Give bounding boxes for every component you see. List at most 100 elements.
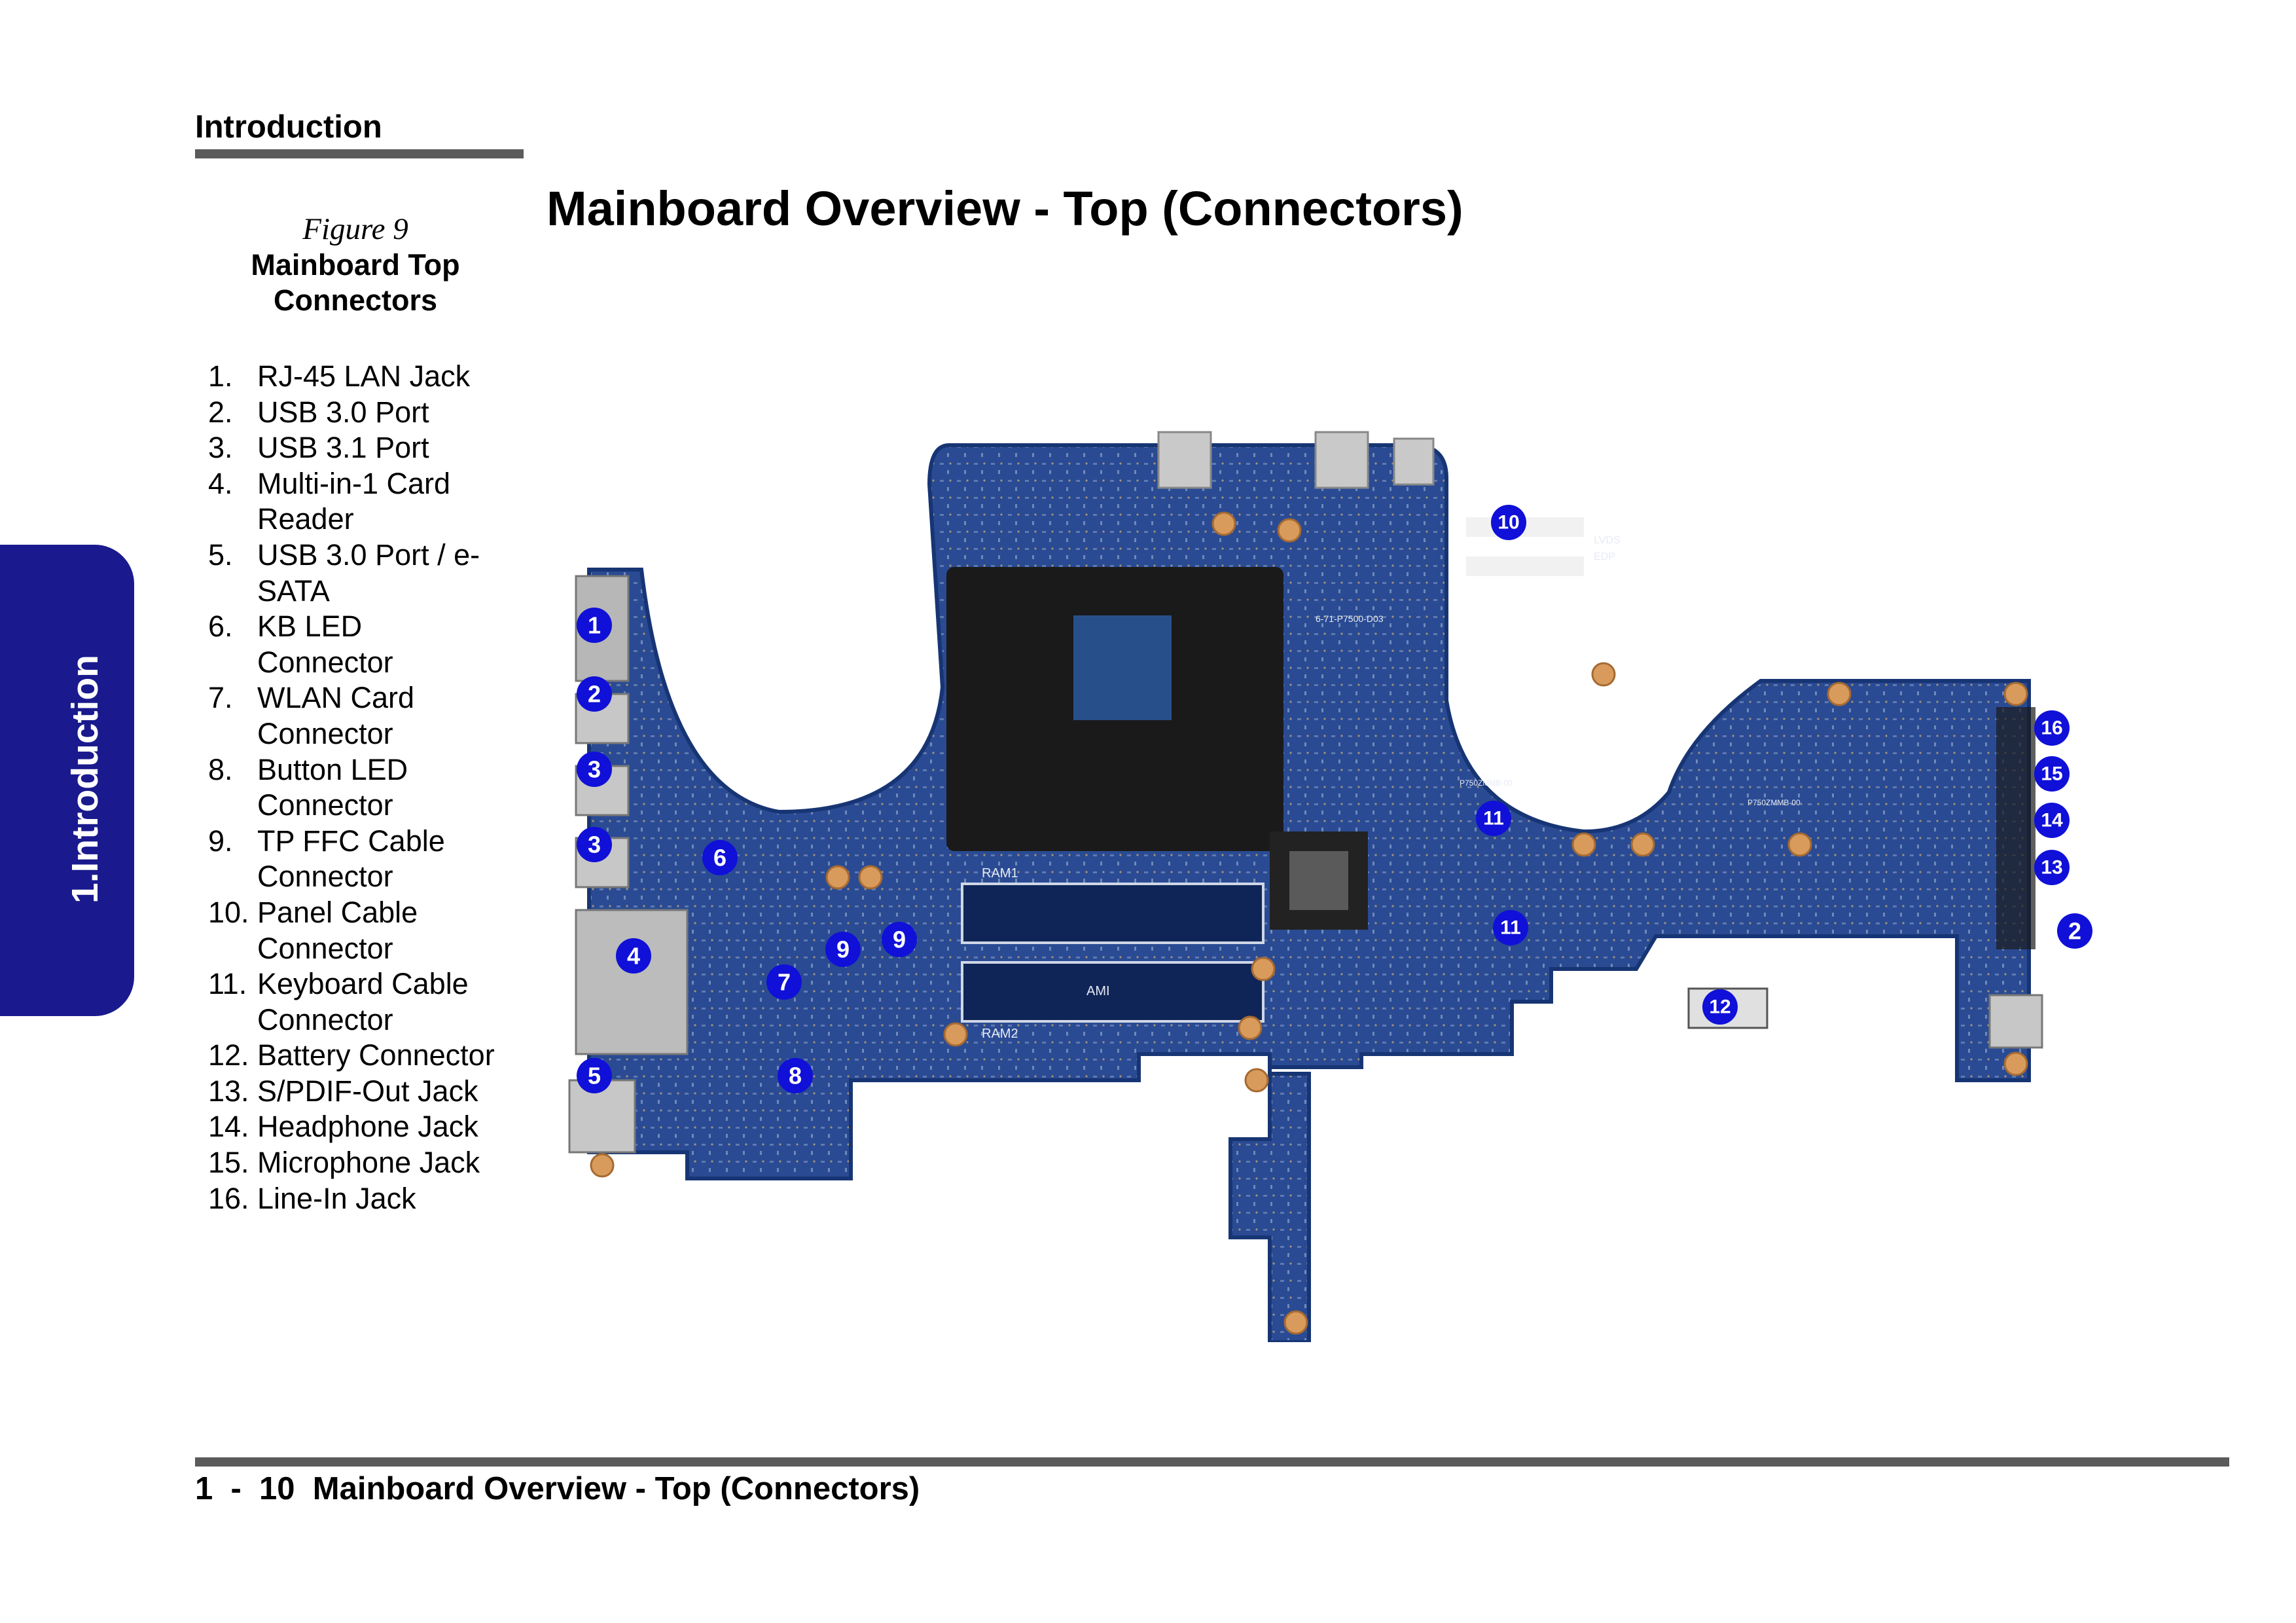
header-rule xyxy=(195,149,524,158)
figure-number: Figure 9 xyxy=(302,212,408,246)
callout-16: 16 xyxy=(2034,710,2070,746)
legend-item: 6.KB LED Connector xyxy=(208,609,506,680)
legend-item: 11. Keyboard Cable Connector xyxy=(208,966,506,1038)
callout-13-label: 13 xyxy=(2041,857,2062,879)
legend-text: WLAN Card Connector xyxy=(257,681,415,750)
legend-item: 10.Panel Cable Connector xyxy=(208,895,506,966)
callout-9a: 9 xyxy=(825,932,861,967)
callout-2-right: 2 xyxy=(2057,913,2092,949)
silkscreen-conn-2: P750ZMMB-00 xyxy=(1748,798,1801,807)
legend-item: 14.Headphone Jack xyxy=(208,1109,506,1145)
legend-text: RJ-45 LAN Jack xyxy=(257,359,471,393)
legend-text: Multi-in-1 Card Reader xyxy=(257,466,451,536)
callout-16-label: 16 xyxy=(2041,718,2062,739)
connector-legend: 1. RJ-45 LAN Jack 2. USB 3.0 Port 3. USB 3.… xyxy=(208,359,506,1216)
legend-number: 11. xyxy=(208,967,247,1001)
legend-item: 4.Multi-in-1 Card Reader xyxy=(208,466,506,538)
callout-5: 5 xyxy=(577,1058,612,1093)
callout-6-label: 6 xyxy=(713,845,726,871)
legend-item: 15.Microphone Jack xyxy=(208,1145,506,1181)
callout-3a-label: 3 xyxy=(588,756,601,783)
ram-slot-1 xyxy=(961,883,1265,944)
legend-item: 9. TP FFC Cable Connector xyxy=(208,824,506,895)
callout-6: 6 xyxy=(702,840,738,875)
callout-14: 14 xyxy=(2034,803,2070,838)
callout-1-label: 1 xyxy=(588,612,601,639)
legend-item: 2. USB 3.0 Port xyxy=(208,395,506,431)
legend-item: 7.WLAN Card Connector xyxy=(208,680,506,752)
callout-3b-label: 3 xyxy=(588,831,601,858)
callout-9a-label: 9 xyxy=(836,936,850,963)
callout-1: 1 xyxy=(577,608,612,643)
legend-number: 15. xyxy=(208,1146,249,1180)
callout-7-label: 7 xyxy=(778,969,791,996)
legend-item: 12.Battery Connector xyxy=(208,1038,506,1074)
legend-number: 2. xyxy=(208,395,233,429)
page-title: Mainboard Overview - Top (Connectors) xyxy=(547,181,1463,236)
callout-2-left-label: 2 xyxy=(588,681,601,708)
legend-item: 1. RJ-45 LAN Jack xyxy=(208,359,506,395)
silkscreen-ram2: RAM2 xyxy=(982,1027,1018,1041)
figure-title-line-2: Connectors xyxy=(273,283,438,317)
callout-3a: 3 xyxy=(577,752,612,787)
legend-number: 14. xyxy=(208,1110,249,1144)
cpu-socket-center xyxy=(1073,615,1172,720)
callout-15-label: 15 xyxy=(2041,763,2062,785)
callout-2-right-label: 2 xyxy=(2068,918,2081,945)
legend-item: 5.USB 3.0 Port / e-SATA xyxy=(208,538,506,609)
legend-item: 8. Button LED Connector xyxy=(208,752,506,824)
callout-2-left: 2 xyxy=(577,676,612,712)
legend-text: Line-In Jack xyxy=(257,1181,416,1215)
figure-title-line-1: Mainboard Top xyxy=(251,248,460,282)
legend-text: Keyboard Cable Connector xyxy=(257,967,469,1036)
legend-number: 1. xyxy=(208,359,233,393)
port-hdmi-1 xyxy=(1157,431,1212,489)
page-footer: 1 - 10 Mainboard Overview - Top (Connect… xyxy=(195,1470,920,1507)
chipset-die xyxy=(1289,851,1348,910)
callout-8-label: 8 xyxy=(789,1063,802,1089)
port-usb-right xyxy=(1988,994,2043,1049)
card-reader xyxy=(575,909,689,1055)
port-hdmi-2 xyxy=(1314,431,1369,489)
legend-text: S/PDIF-Out Jack xyxy=(257,1074,478,1108)
legend-text: USB 3.0 Port xyxy=(257,395,429,429)
callout-11b: 11 xyxy=(1493,910,1528,945)
callout-12-label: 12 xyxy=(1709,996,1731,1018)
footer-page-number: 1 - 10 xyxy=(195,1471,295,1506)
legend-text: USB 3.0 Port / e-SATA xyxy=(257,538,480,608)
legend-number: 8. xyxy=(208,752,233,786)
legend-number: 3. xyxy=(208,431,233,465)
callout-15: 15 xyxy=(2034,756,2070,792)
legend-item: 13.S/PDIF-Out Jack xyxy=(208,1074,506,1110)
legend-text: TP FFC Cable Connector xyxy=(257,824,445,894)
callout-4-label: 4 xyxy=(627,943,640,970)
callout-13: 13 xyxy=(2034,850,2070,885)
silkscreen-ram1: RAM1 xyxy=(982,866,1018,881)
chapter-side-tab-label: 1.Introduction xyxy=(64,655,106,903)
running-header-section: Introduction xyxy=(195,109,382,145)
legend-number: 9. xyxy=(208,824,233,858)
legend-number: 10. xyxy=(208,895,249,929)
silkscreen-conn-1: P750ZMMB-00 xyxy=(1460,778,1513,788)
legend-text: Button LED Connector xyxy=(257,752,408,822)
footer-title: Mainboard Overview - Top (Connectors) xyxy=(312,1471,920,1506)
legend-item: 16.Line-In Jack xyxy=(208,1181,506,1217)
callout-3b: 3 xyxy=(577,827,612,862)
callout-11a: 11 xyxy=(1476,801,1511,836)
callout-12: 12 xyxy=(1702,989,1738,1025)
legend-text: Headphone Jack xyxy=(257,1110,478,1144)
silkscreen-bios: AMI xyxy=(1086,984,1110,998)
footer-rule xyxy=(195,1457,2229,1467)
port-displayport xyxy=(1393,437,1435,486)
callout-10-label: 10 xyxy=(1498,512,1519,534)
silkscreen-lvds: LVDS xyxy=(1594,535,1621,546)
callout-4: 4 xyxy=(616,938,651,974)
ram-slot-2 xyxy=(961,961,1265,1023)
silkscreen-edp: EDP xyxy=(1594,551,1615,562)
legend-text: USB 3.1 Port xyxy=(257,431,429,465)
callout-9b-label: 9 xyxy=(893,926,906,953)
mounting-holes xyxy=(590,511,2028,1335)
callout-7: 7 xyxy=(766,964,802,1000)
callout-14-label: 14 xyxy=(2041,810,2063,831)
silkscreen-part-number: 6-71-P7500-D03 xyxy=(1316,613,1384,624)
